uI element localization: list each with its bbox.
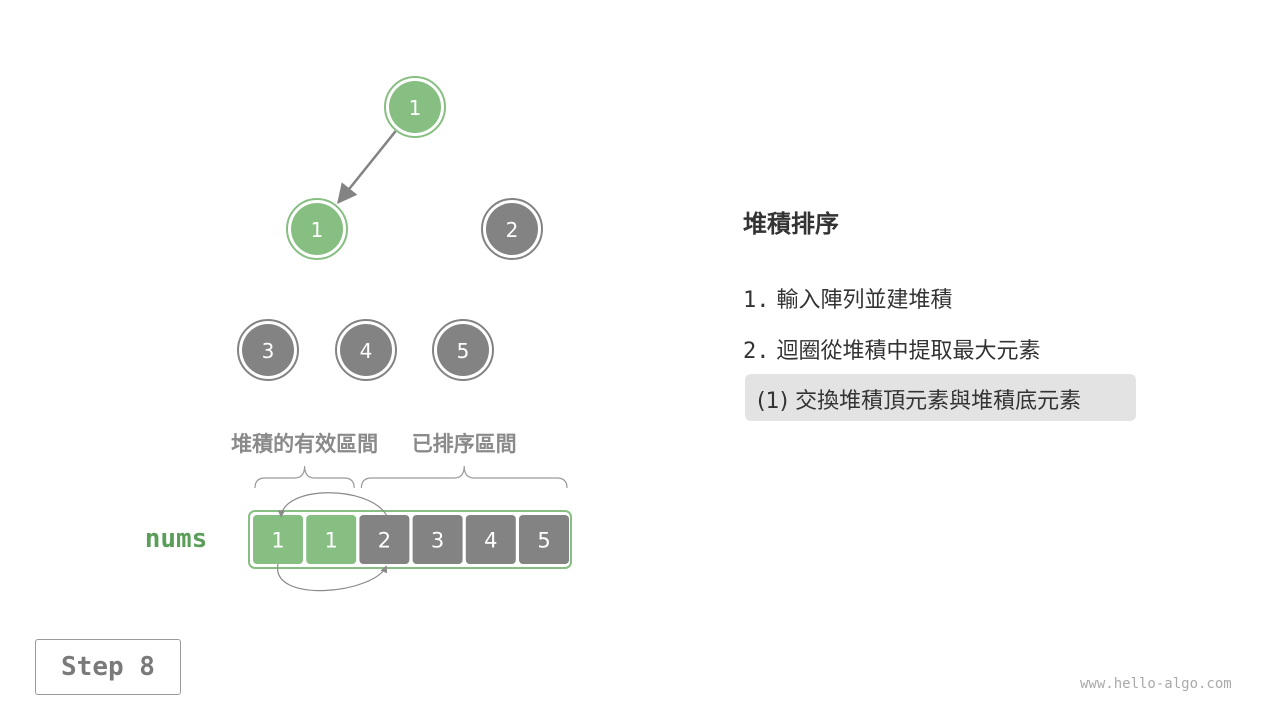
array-cell-box xyxy=(306,515,357,564)
tree-node-label: 3 xyxy=(262,339,275,363)
array-cell-label: 1 xyxy=(325,529,338,553)
array-cell-box xyxy=(359,515,410,564)
tree-node: 2 xyxy=(481,198,543,260)
array-cell-label: 4 xyxy=(484,529,497,553)
tree-node-circle xyxy=(242,324,294,376)
tree-node-circle xyxy=(437,324,489,376)
nums-array: nums 1 1 2 3 4 5 xyxy=(145,510,572,569)
step-1-text: 輸入陣列並建堆積 xyxy=(776,288,953,313)
tree-node-label: 1 xyxy=(409,96,422,120)
region-label: 已排序區間 xyxy=(412,432,517,456)
array-cell: 1 xyxy=(306,515,357,564)
step-2-number: 2. xyxy=(743,339,770,364)
swap-arrow-bottom xyxy=(277,563,388,592)
array-cell-box xyxy=(412,515,463,564)
swap-arrow-top xyxy=(277,492,387,518)
tree-node: 5 xyxy=(432,319,494,381)
tree-edges xyxy=(337,130,397,205)
step-1: 1. 輸入陣列並建堆積 xyxy=(743,282,953,314)
array-cell-label: 1 xyxy=(271,529,284,553)
array-cell-box xyxy=(465,515,516,564)
array-cell-label: 2 xyxy=(378,529,391,553)
array-cell-box xyxy=(253,515,303,564)
step-2-text: 迴圈從堆積中提取最大元素 xyxy=(776,339,1041,364)
region-brackets: 堆積的有效區間 已排序區間 xyxy=(231,432,568,489)
tree-node: 1 xyxy=(384,76,446,138)
array-cell-label: 3 xyxy=(431,529,444,553)
tree-nodes: 1 1 2 3 4 5 xyxy=(237,76,543,381)
array-cell: 1 xyxy=(253,515,303,564)
tree-node-label: 4 xyxy=(360,339,373,363)
tree-node-label: 5 xyxy=(457,339,470,363)
step-1-number: 1. xyxy=(743,288,770,313)
array-name-label: nums xyxy=(145,524,208,554)
region-label: 堆積的有效區間 xyxy=(231,432,378,456)
tree-node: 3 xyxy=(237,319,299,381)
tree-node: 4 xyxy=(335,319,397,381)
region-bracket xyxy=(254,465,355,489)
tree-edge xyxy=(337,130,397,205)
region-bracket xyxy=(360,465,568,489)
tree-node-label: 1 xyxy=(311,218,324,242)
tree-node-circle xyxy=(291,203,343,255)
array-cell: 2 xyxy=(359,515,410,564)
array-cell: 3 xyxy=(412,515,463,564)
step-2: 2. 迴圈從堆積中提取最大元素 xyxy=(743,333,1041,365)
array-cell: 4 xyxy=(465,515,516,564)
array-cell-box xyxy=(519,515,569,564)
swap-arrows xyxy=(277,492,388,592)
tree-node-label: 2 xyxy=(506,218,519,242)
array-cell-label: 5 xyxy=(537,529,550,553)
tree-node: 1 xyxy=(286,198,348,260)
step-badge: Step 8 xyxy=(35,639,181,695)
sub-step-highlight: (1) 交換堆積頂元素與堆積底元素 xyxy=(745,374,1136,421)
tree-node-circle xyxy=(340,324,392,376)
panel-title: 堆積排序 xyxy=(743,210,839,238)
array-cell: 5 xyxy=(519,515,569,564)
tree-node-circle xyxy=(389,81,441,133)
watermark: www.hello-algo.com xyxy=(1080,676,1232,692)
tree-node-circle xyxy=(486,203,538,255)
